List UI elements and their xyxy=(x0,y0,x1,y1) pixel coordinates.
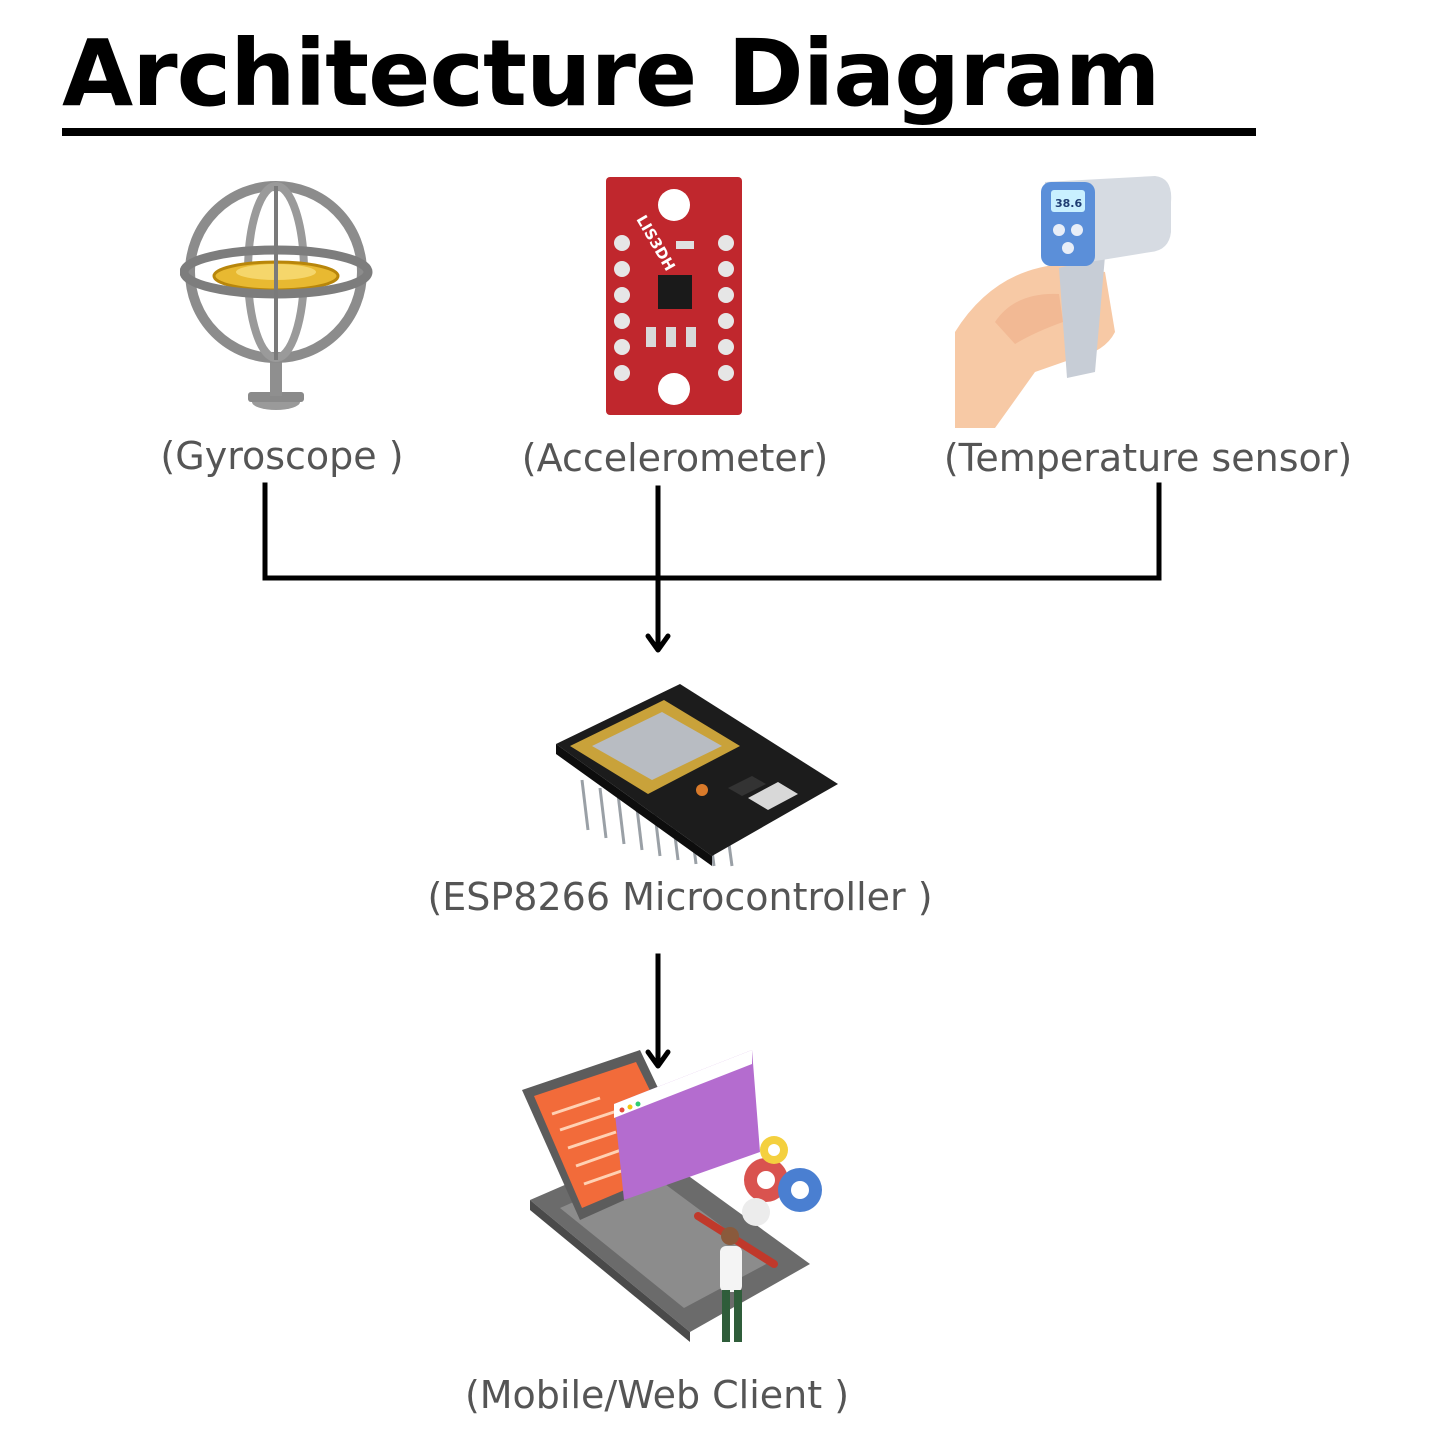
diagram-title: Architecture Diagram xyxy=(62,20,1160,127)
infrared-thermometer-icon: 38.6 xyxy=(955,176,1172,428)
temperature-sensor-label: (Temperature sensor) xyxy=(943,436,1353,480)
esp8266-arrowhead xyxy=(645,633,671,653)
client-label: (Mobile/Web Client ) xyxy=(464,1373,850,1417)
accelerometer-board-icon: LIS3DH xyxy=(606,177,742,415)
esp8266-board-icon xyxy=(556,684,838,867)
gyroscope-icon xyxy=(180,181,373,410)
esp8266-label: (ESP8266 Microcontroller ) xyxy=(427,875,933,919)
title-underline xyxy=(62,128,1256,136)
gyroscope-label: (Gyroscope ) xyxy=(160,434,404,478)
thermometer-display-text: 38.6 xyxy=(1055,197,1082,210)
laptop-developer-icon xyxy=(522,1050,822,1342)
client-arrowhead xyxy=(645,1049,671,1069)
accelerometer-label: (Accelerometer) xyxy=(521,436,829,480)
